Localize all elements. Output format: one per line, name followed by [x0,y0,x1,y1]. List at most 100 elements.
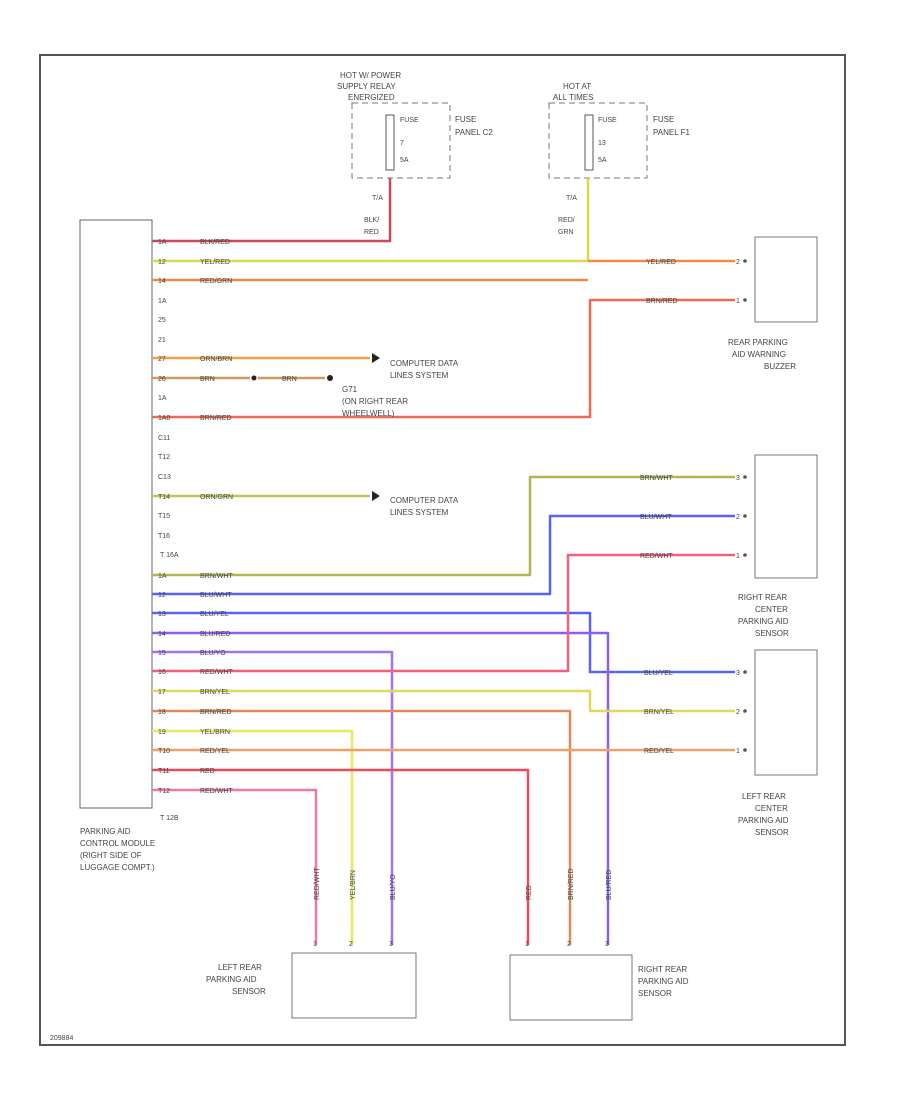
relay1-wire2: RED [364,229,379,236]
rs-wire2: BRN/RED [568,868,575,900]
buzzer-wire-top: YEL/RED [646,259,676,266]
rear-parking-aid-warning-buzzer [754,236,818,323]
left-rear-center-sensor [754,649,818,776]
pin-label: 21 [158,337,166,344]
wire-blu-wht [152,514,735,596]
pin-label: 17 [158,689,166,696]
lc-label3: PARKING AID [738,816,789,825]
fuse-panel-c2-box [351,102,451,179]
ls-label3: SENSOR [232,987,266,996]
lc-pin1: 3 [736,670,740,677]
wire-label: RED/WHT [200,788,233,795]
ls-label2: PARKING AID [206,975,257,984]
wire-blu-yel [152,611,735,674]
wire-red [152,768,530,945]
relay2-pin: T/A [566,195,577,202]
wire-blu-red [152,631,610,945]
wire-brn-red [152,298,735,419]
rc-wire2: BLU/WHT [640,514,672,521]
parking-aid-control-module [79,219,153,809]
lc-label2: CENTER [755,804,788,813]
wire-label: BLU/WHT [200,592,232,599]
buzzer-label1: REAR PARKING [728,338,788,347]
pin-label: 1A0 [158,415,171,422]
panel-c2-line2: PANEL C2 [455,128,493,137]
diagram-frame [39,54,846,1046]
fuse7-line1: FUSE [400,117,419,124]
lc-label1: LEFT REAR [742,792,786,801]
wire-label: BLU/YO [200,650,226,657]
rs-label3: SENSOR [638,989,672,998]
lc-wire1: BLU/YEL [644,670,673,677]
panel-f1-line2: PANEL F1 [653,128,690,137]
fuse-7 [385,114,395,171]
wire-label: BRN [282,376,297,383]
module-label2: CONTROL MODULE [80,839,155,848]
wire-label: RED/GRN [200,278,232,285]
wire-brn-yel [152,689,735,713]
ls-wire3: BLU/YO [390,874,397,900]
pin-label: 27 [158,356,166,363]
ground-line2: (ON RIGHT REAR [342,397,408,406]
relay1-title2: SUPPLY RELAY [337,82,396,91]
pin-label: 25 [158,317,166,324]
wire-label: RED/WHT [200,669,233,676]
ls-wire1: RED/WHT [314,867,321,900]
wire-label: ORN/BRN [200,356,232,363]
fuse-panel-f1-box [548,102,648,179]
relay2-wire2: GRN [558,229,574,236]
computer-data-2-line2: LINES SYSTEM [390,508,449,517]
wire-label: RED/YEL [200,748,230,755]
wire-brn-wht [152,475,735,577]
right-rear-parking-aid-sensor [509,954,633,1021]
panel-c2-line1: FUSE [455,115,476,124]
pin-label: T16 [158,533,170,540]
connector-t16a: T 16A [160,552,179,559]
wire-label: BLK/RED [200,239,230,246]
ls-label1: LEFT REAR [218,963,262,972]
pin-label: 12 [158,592,166,599]
wire-label: BLU/RED [200,631,230,638]
buzzer-wire-bottom: BRN/RED [646,298,678,305]
rc-label2: CENTER [755,605,788,614]
fuse-13 [584,114,594,171]
rs-label2: PARKING AID [638,977,689,986]
pin-label: T14 [158,494,170,501]
pin-label: C13 [158,474,171,481]
pin-label: 18 [158,709,166,716]
splice-dot [251,375,257,381]
rc-wire3: RED/WHT [640,553,673,560]
rs-wire3: BLU/RED [606,870,613,900]
lc-wire3: RED/YEL [644,748,674,755]
connector-t12b: T 12B [160,815,179,822]
pin-label: T15 [158,513,170,520]
wire-label: RED [200,768,215,775]
ground-line3: WHEELWELL) [342,409,395,418]
pin-label: 1A [158,395,167,402]
rs-wire1: RED [526,885,533,900]
arrow-computer-data-2 [372,491,380,501]
module-label4: LUGGAGE COMPT.) [80,863,155,872]
wire-red-wht-left [152,788,318,945]
wire-blu-yo [152,650,394,945]
rc-pin2: 2 [736,514,740,521]
relay1-title3: ENERGIZED [348,93,395,102]
buzzer-label2: AID WARNING [732,350,786,359]
pin-label: T12 [158,454,170,461]
arrow-computer-data-1 [372,353,380,363]
wire-red-wht-center [152,553,735,673]
wire-label: YEL/BRN [200,729,230,736]
wire-label: BRN/RED [200,415,232,422]
rc-label4: SENSOR [755,629,789,638]
buzzer-pin-top: 2 [736,259,740,266]
wire-label: BRN [200,376,215,383]
relay1-pin: T/A [372,195,383,202]
wire-label: YEL/RED [200,259,230,266]
lc-pin3: 1 [736,748,740,755]
pin-label: T11 [158,768,170,775]
pin-label: 1A [158,298,167,305]
pin-label: 16 [158,669,166,676]
pin-label: T10 [158,748,170,755]
ls-pin3: 3 [389,941,393,948]
